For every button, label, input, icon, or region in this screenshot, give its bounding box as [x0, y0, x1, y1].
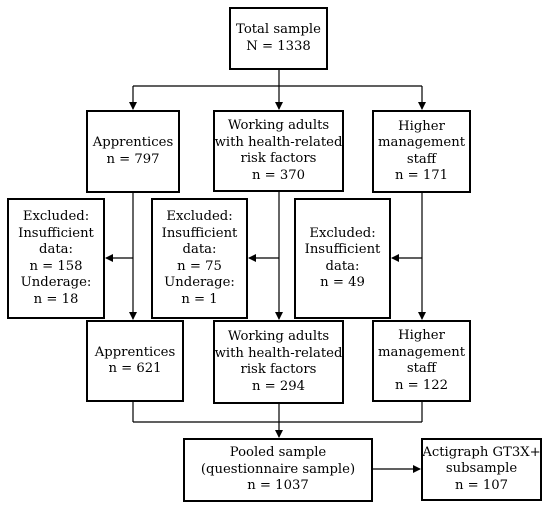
- box-line: subsample: [445, 461, 518, 477]
- total-sample-box: Total sample N = 1338: [229, 7, 328, 70]
- box-line: n = 107: [454, 477, 509, 493]
- box-line: Higher: [398, 328, 445, 343]
- box-line: Actigraph GT3X+: [422, 444, 541, 460]
- box-line: management: [377, 344, 466, 360]
- box-line: Total sample: [236, 22, 321, 37]
- box-line: n = 122: [394, 377, 449, 393]
- excluded-apprentices-box: Excluded: Insufficient data: n = 158 Und…: [7, 198, 105, 319]
- box-line: n = 158: [29, 258, 83, 274]
- box-line: n = 18: [33, 291, 79, 307]
- actigraph-subsample-box: Actigraph GT3X+ subsample n = 107: [421, 438, 542, 501]
- box-line: Insufficient: [304, 242, 381, 257]
- box-line: Apprentices: [92, 135, 174, 150]
- excluded-higher-management-box: Excluded: Insufficient data: n = 49: [294, 198, 391, 319]
- box-line: n = 370: [251, 167, 306, 183]
- box-line: (questionnaire sample): [200, 461, 356, 477]
- box-line: n = 75: [177, 258, 222, 274]
- box-line: Higher: [398, 118, 445, 134]
- box-line: staff: [406, 151, 437, 167]
- box-line: Underage:: [164, 275, 235, 290]
- box-line: Excluded:: [166, 209, 233, 224]
- pooled-sample-box: Pooled sample (questionnaire sample) n =…: [183, 438, 373, 502]
- box-line: Underage:: [20, 275, 92, 290]
- box-line: data:: [39, 242, 73, 257]
- box-line: N = 1338: [246, 38, 311, 54]
- box-line: with health-related: [214, 134, 343, 150]
- box-line: Insufficient: [161, 225, 238, 241]
- box-line: Excluded:: [309, 225, 376, 241]
- higher-management-final-box: Higher management staff n = 122: [372, 320, 471, 402]
- apprentices-final-box: Apprentices n = 621: [86, 320, 184, 402]
- working-adults-final-box: Working adults with health-related risk …: [213, 320, 344, 404]
- box-line: n = 49: [320, 275, 365, 290]
- box-line: Excluded:: [22, 209, 90, 224]
- box-line: staff: [406, 361, 437, 376]
- higher-management-initial-box: Higher management staff n = 171: [372, 110, 471, 193]
- box-line: data:: [182, 242, 217, 257]
- apprentices-initial-box: Apprentices n = 797: [86, 110, 180, 193]
- box-line: data:: [325, 258, 360, 274]
- box-line: Pooled sample: [229, 445, 327, 461]
- box-line: Apprentices: [94, 344, 176, 360]
- box-line: n = 1037: [247, 478, 309, 494]
- box-line: n = 797: [106, 151, 160, 167]
- box-line: management: [377, 135, 466, 150]
- box-line: Insufficient: [18, 225, 94, 241]
- box-line: with health-related: [214, 345, 343, 361]
- box-line: n = 294: [251, 378, 306, 394]
- excluded-working-adults-box: Excluded: Insufficient data: n = 75 Unde…: [151, 198, 248, 319]
- box-line: risk factors: [240, 151, 317, 166]
- box-line: Working adults: [227, 118, 330, 133]
- box-line: Working adults: [227, 329, 330, 344]
- box-line: n = 621: [108, 361, 162, 376]
- box-line: risk factors: [240, 362, 317, 377]
- working-adults-initial-box: Working adults with health-related risk …: [213, 110, 344, 192]
- box-line: n = 171: [394, 168, 449, 183]
- box-line: n = 1: [181, 291, 218, 307]
